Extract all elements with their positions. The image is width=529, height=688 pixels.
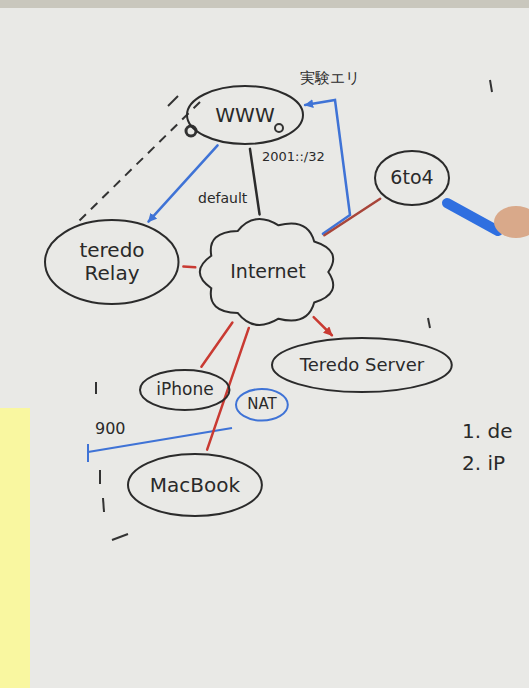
list-item: 2. iP [462,452,505,475]
node-text: NAT [247,396,276,413]
node-label: WWW [215,104,274,127]
ellipse-outline [236,389,288,421]
ellipse-outline [128,454,262,516]
node-label: Internet [230,261,305,283]
dash-mark [95,382,97,394]
dash-mark [103,498,104,512]
list-item: 1. de [462,420,512,443]
port-dot [186,126,196,136]
marker-pen [447,203,498,231]
dash-mark [99,470,101,484]
dash-mark [490,80,492,92]
prefix-label: 2001::/32 [262,150,325,165]
node-label: Teredo Server [300,355,424,376]
ellipse-outline [45,220,179,304]
network-ellipse: 6to4 [373,149,451,207]
hand [494,206,529,238]
ellipse-outline [272,338,452,392]
internet-cloud: Internet [198,217,338,327]
board-frame [0,0,529,8]
connector-line [324,199,380,235]
dash-mark [428,318,430,328]
network-ellipse: WWW [185,84,305,146]
node-text: iPhone [156,380,213,400]
device-ellipse: iPhone [138,368,231,412]
relay-ellipse: teredo Relay [43,218,181,306]
sticky-note [0,408,30,688]
node-label: iPhone [156,380,213,400]
node-label: 6to4 [390,167,433,189]
node-text: teredo Relay [67,239,157,285]
cloud-outline [200,219,333,325]
connector-line [250,149,260,215]
dash-mark [168,96,178,106]
node-text: 6to4 [390,167,433,189]
route-label: default [198,190,247,206]
tick-mark [87,444,89,462]
number-label: 900 [95,420,126,438]
dash-mark [112,534,128,540]
ellipse-outline [375,151,449,205]
node-label: NAT [247,396,276,413]
connector-line [148,145,217,221]
area-note: 実験エリ [300,70,360,87]
node-text: Teredo Server [300,355,424,376]
node-text: WWW [215,104,274,127]
connector-line [201,323,232,367]
ellipse-outline [140,370,229,410]
node-label: teredo Relay [67,239,157,285]
connector-line [183,265,195,268]
nat-circle: NAT [234,387,290,423]
node-label: MacBook [150,474,240,497]
server-ellipse: Teredo Server [270,336,454,394]
connector-line [305,100,350,234]
node-text: MacBook [150,474,240,497]
node-text: Internet [230,261,305,283]
ellipse-outline [187,86,303,144]
dashed-line [78,102,200,222]
device-ellipse: MacBook [126,452,264,518]
port-dot [275,124,283,132]
connector-line [314,317,332,335]
